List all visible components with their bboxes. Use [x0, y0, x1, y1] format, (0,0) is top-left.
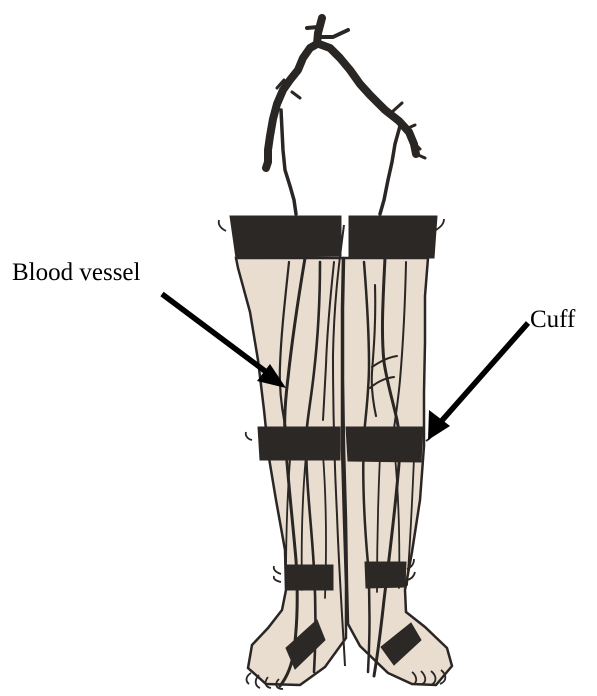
left-ankle-fastener: [274, 566, 281, 582]
left-knee-fastener: [246, 432, 252, 440]
thigh-cuff-left: [230, 216, 341, 258]
ankle-cuff-right: [365, 562, 406, 588]
thigh-cuff-right: [349, 216, 437, 258]
left-leg: [236, 258, 346, 685]
blood-vessel-label: Blood vessel: [12, 260, 140, 285]
cuff-arrow-line: [438, 323, 528, 425]
right-thigh-fastener: [436, 219, 444, 230]
aorta-right-branch: [319, 44, 416, 154]
left-iliac: [281, 110, 296, 214]
right-iliac: [380, 126, 400, 214]
ankle-cuff-left: [286, 565, 333, 590]
cuff-label: Cuff: [530, 307, 575, 332]
knee-cuff-left: [258, 427, 340, 460]
left-thigh-fastener: [219, 220, 226, 231]
aorta-upper-fork: [307, 16, 348, 37]
knee-cuff-right: [346, 427, 423, 462]
